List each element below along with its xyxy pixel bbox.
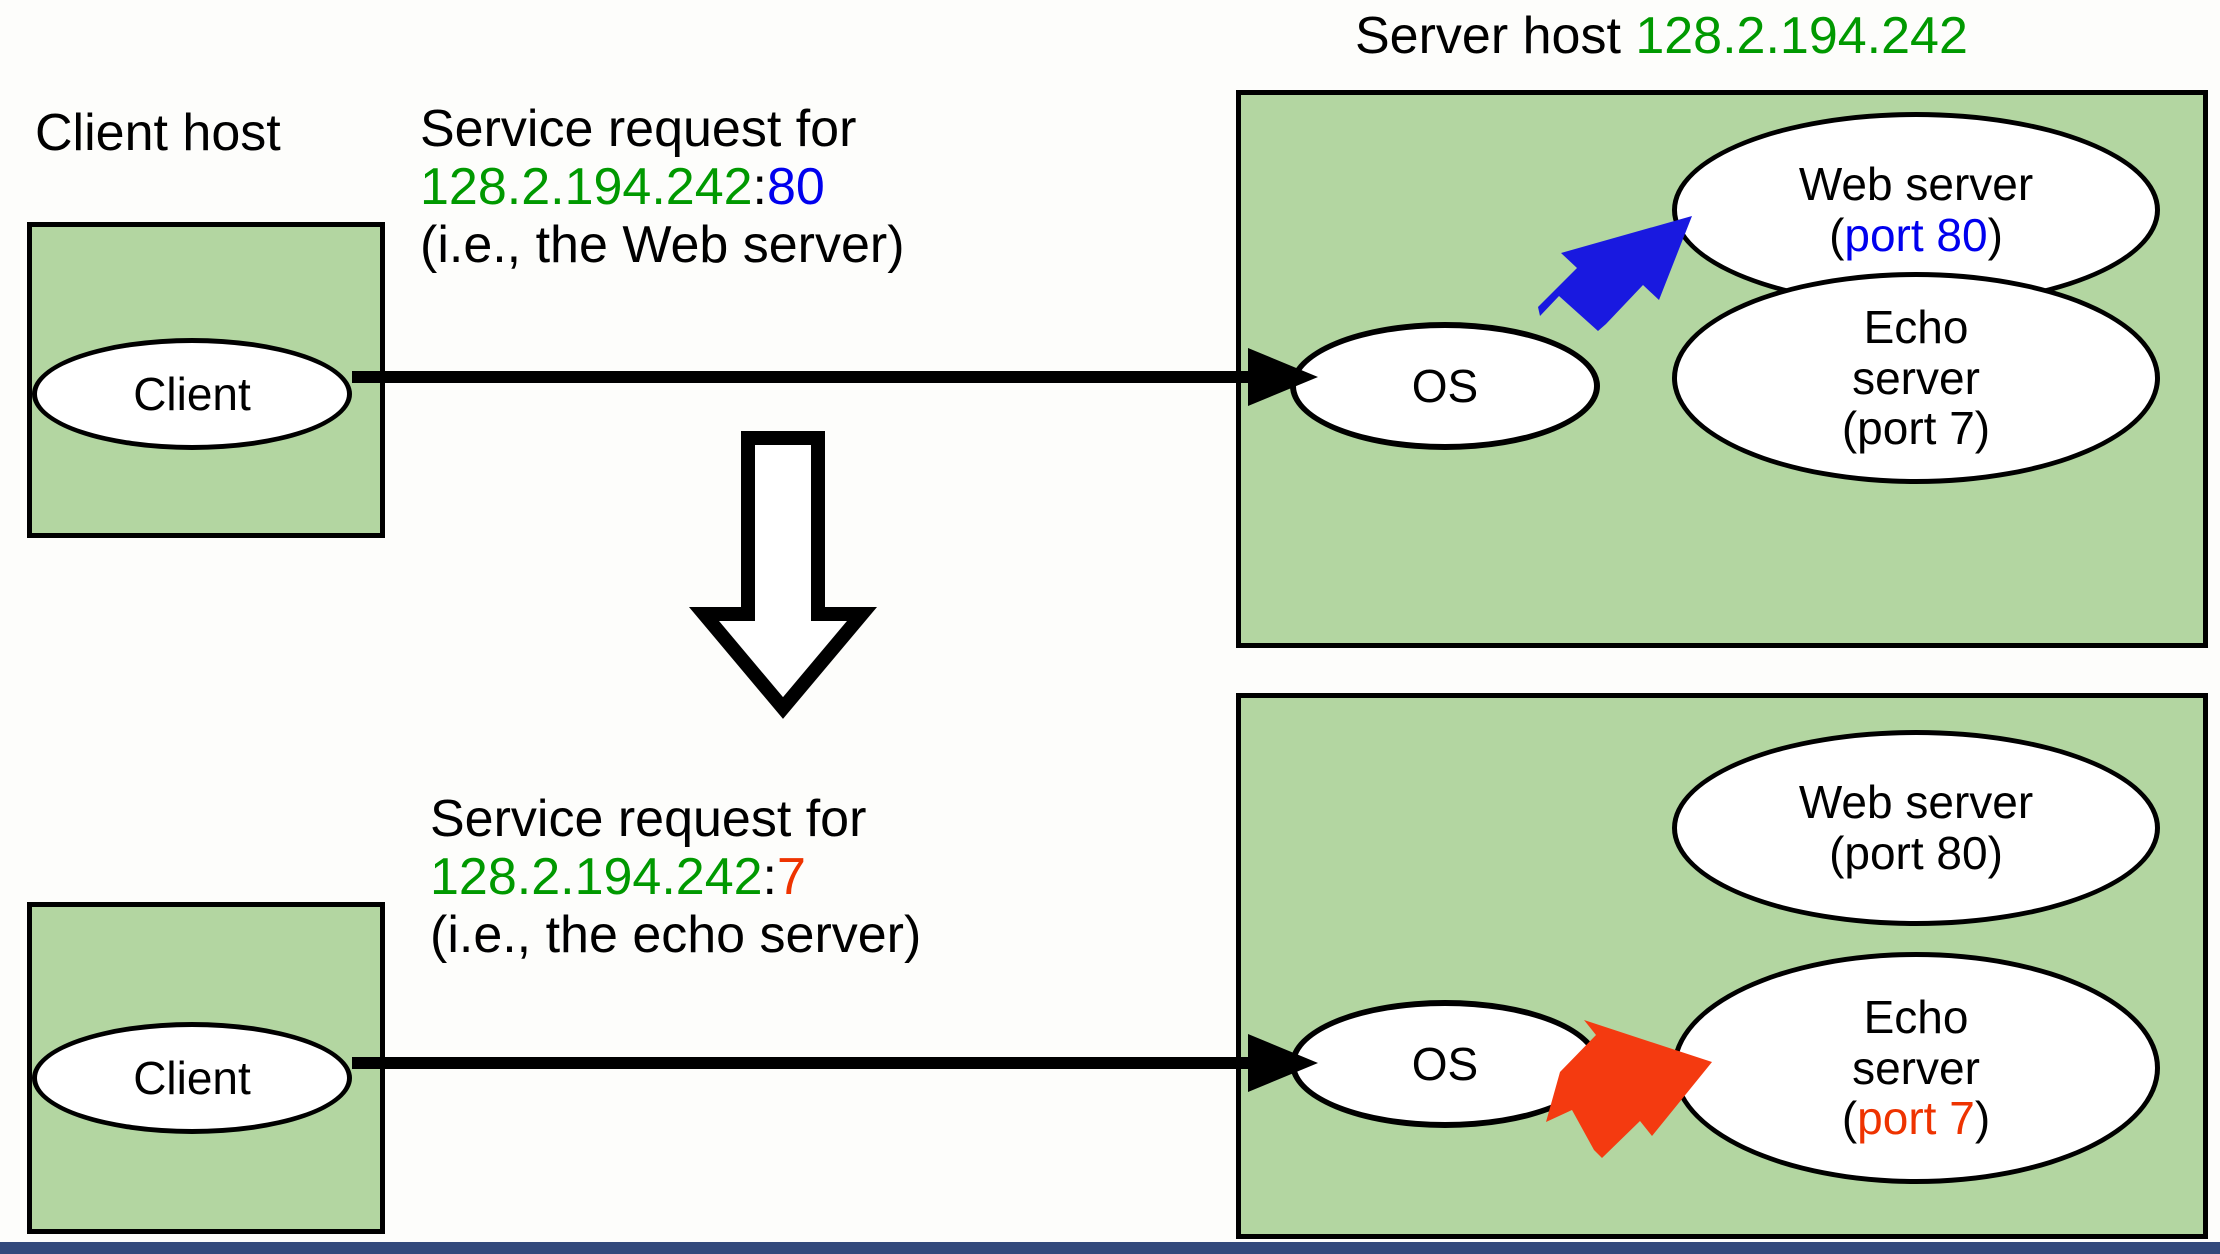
web-server-name-top: Web server bbox=[1798, 158, 2034, 211]
web-server-port-bottom: (port 80) bbox=[1829, 827, 2003, 879]
os-node-label-bottom: OS bbox=[1411, 1037, 1479, 1090]
echo-server-line3-top: (port 7) bbox=[1841, 402, 1991, 455]
request-ip-bottom: 128.2.194.242 bbox=[430, 848, 763, 907]
server-host-ip: 128.2.194.242 bbox=[1635, 7, 1968, 65]
client-node-bottom[interactable]: Client bbox=[32, 1022, 352, 1134]
request-colon-bottom: : bbox=[762, 848, 777, 907]
client-node-label-bottom: Client bbox=[133, 1051, 251, 1104]
request-line1-bottom: Service request for bbox=[430, 790, 867, 848]
server-host-label-prefix: Server host bbox=[1355, 7, 1636, 65]
flow-arrow-top bbox=[352, 348, 1318, 406]
client-node-top[interactable]: Client bbox=[32, 338, 352, 450]
request-line2-bottom: 128.2.194.242:7 bbox=[430, 848, 921, 906]
request-line3-top: (i.e., the Web server) bbox=[420, 216, 905, 275]
request-caption-top: Service request for 128.2.194.242:80 (i.… bbox=[420, 100, 905, 275]
os-node-label-top: OS bbox=[1411, 359, 1479, 412]
flow-arrow-bottom bbox=[352, 1034, 1318, 1092]
echo-server-paren-open-bottom: ( bbox=[1841, 1092, 1858, 1145]
web-server-paren-close-top: ) bbox=[1987, 209, 2003, 261]
echo-server-line1-top: Echo bbox=[1863, 301, 1969, 354]
echo-server-paren-close-bottom: ) bbox=[1974, 1092, 1991, 1145]
request-caption-bottom: Service request for 128.2.194.242:7 (i.e… bbox=[430, 790, 921, 965]
os-node-top[interactable]: OS bbox=[1290, 322, 1600, 450]
request-line2-top: 128.2.194.242:80 bbox=[420, 158, 905, 216]
request-port-bottom: 7 bbox=[777, 848, 806, 907]
web-server-paren-open-top: ( bbox=[1829, 209, 1845, 261]
echo-server-node-top[interactable]: Echo server (port 7) bbox=[1672, 272, 2160, 484]
request-line3-bottom: (i.e., the echo server) bbox=[430, 906, 922, 965]
down-arrow-icon bbox=[688, 431, 878, 719]
web-server-node-bottom[interactable]: Web server (port 80) bbox=[1672, 730, 2160, 926]
echo-server-line2-bottom: server bbox=[1852, 1041, 1980, 1094]
echo-server-line2-top: server bbox=[1852, 351, 1980, 404]
request-colon-top: : bbox=[752, 158, 767, 217]
echo-server-node-bottom[interactable]: Echo server (port 7) bbox=[1672, 952, 2160, 1184]
web-server-name-bottom: Web server bbox=[1798, 776, 2034, 829]
web-server-port-top: port 80 bbox=[1844, 209, 1988, 261]
request-ip-top: 128.2.194.242 bbox=[420, 158, 753, 217]
os-node-bottom[interactable]: OS bbox=[1290, 1000, 1600, 1128]
client-host-label-top: Client host bbox=[35, 104, 281, 162]
request-line1-top: Service request for bbox=[420, 100, 857, 158]
request-port-top: 80 bbox=[767, 158, 825, 217]
echo-server-line1-bottom: Echo bbox=[1863, 991, 1969, 1044]
client-node-label-top: Client bbox=[133, 367, 251, 420]
echo-server-port-bottom: port 7 bbox=[1857, 1092, 1975, 1145]
footer-accent-bar bbox=[0, 1242, 2220, 1254]
server-host-label-top: Server host 128.2.194.242 bbox=[1355, 8, 1968, 64]
